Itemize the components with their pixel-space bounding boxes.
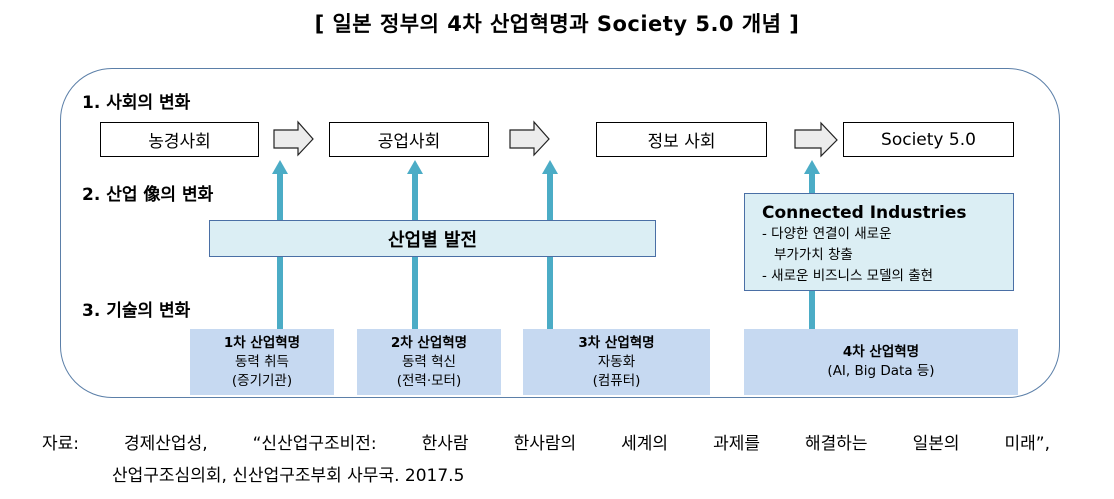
revolution-desc: 동력 혁신 <box>402 353 456 370</box>
right-arrow-icon <box>509 120 550 157</box>
diagram-frame <box>60 68 1060 398</box>
society-box-agricultural: 농경사회 <box>100 122 259 157</box>
connected-line: - 다양한 연결이 새로운 <box>762 226 892 242</box>
revolution-desc: (AI, Big Data 등) <box>827 363 935 379</box>
connected-line: 부가가치 창출 <box>774 247 853 263</box>
society-box-industrial: 공업사회 <box>329 122 489 157</box>
society-box-society5: Society 5.0 <box>843 122 1014 157</box>
revolution-desc: 자동화 <box>597 353 636 370</box>
section-label-industry: 2. 산업 像의 변화 <box>82 185 214 205</box>
revolution-desc: (컴퓨터) <box>592 372 641 389</box>
revolution-title: 3차 산업혁명 <box>578 334 655 351</box>
source-line-2: 산업구조심의회, 신산업구조부회 사무국. 2017.5 <box>112 466 465 486</box>
right-arrow-icon <box>273 120 314 157</box>
connected-industries-box: Connected Industries - 다양한 연결이 새로운 부가가치 … <box>744 193 1014 291</box>
diagram-title: [ 일본 정부의 4차 산업혁명과 Society 5.0 개념 ] <box>314 12 800 36</box>
revolution-box-4: 4차 산업혁명 (AI, Big Data 등) <box>744 329 1018 395</box>
right-arrow-icon <box>794 121 838 158</box>
revolution-desc: (전력·모터) <box>396 372 462 389</box>
revolution-box-2: 2차 산업혁명 동력 혁신 (전력·모터) <box>357 329 501 395</box>
source-line-1: 자료: 경제산업성, “신산업구조비전: 한사람 한사람의 세계의 과제를 해결… <box>42 434 1050 454</box>
revolution-box-1: 1차 산업혁명 동력 취득 (증기기관) <box>190 329 334 395</box>
revolution-title: 1차 산업혁명 <box>223 334 301 351</box>
revolution-box-3: 3차 산업혁명 자동화 (컴퓨터) <box>523 329 710 395</box>
revolution-title: 2차 산업혁명 <box>390 334 468 351</box>
revolution-desc: (증기기관) <box>231 372 293 389</box>
source-note: 자료: 경제산업성, “신산업구조비전: 한사람 한사람의 세계의 과제를 해결… <box>42 428 1050 492</box>
connected-line: - 새로운 비즈니스 모델의 출현 <box>762 268 934 284</box>
section-label-society: 1. 사회의 변화 <box>82 93 191 113</box>
connected-industries-title: Connected Industries <box>762 203 967 223</box>
section-label-technology: 3. 기술의 변화 <box>82 301 191 321</box>
industry-development-box: 산업별 발전 <box>209 220 656 257</box>
revolution-title: 4차 산업혁명 <box>842 344 920 360</box>
society-box-information: 정보 사회 <box>596 122 767 157</box>
revolution-desc: 동력 취득 <box>235 353 289 370</box>
